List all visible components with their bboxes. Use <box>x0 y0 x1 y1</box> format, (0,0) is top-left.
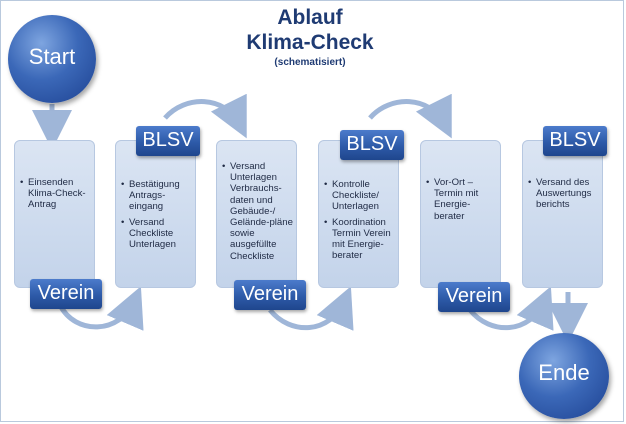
arc-step4-to-step5 <box>368 93 452 139</box>
step-5-actor-label: Verein <box>438 282 510 312</box>
step-box-3: Versand Unterlagen Verbrauchs-daten und … <box>216 140 297 288</box>
step-1-item: Einsenden Klima-Check-Antrag <box>19 177 91 211</box>
start-node: Start <box>8 15 96 103</box>
arc-step3-to-step4 <box>268 286 354 331</box>
step-box-4: Kontrolle Checkliste/ Unterlagen Koordin… <box>318 140 399 288</box>
step-4-item: Koordination Termin Verein mit Energie-b… <box>323 217 395 262</box>
step-6-item: Versand des Auswertungs berichts <box>527 177 599 211</box>
step-2-item: Versand Checkliste Unterlagen <box>120 217 192 251</box>
step-5-item: Vor-Ort – Termin mit Energie-berater <box>425 177 497 222</box>
step-2-actor-label: BLSV <box>136 126 200 156</box>
end-node: Ende <box>519 333 609 419</box>
arc-step1-to-step2 <box>57 286 144 331</box>
arc-step5-to-step6 <box>468 286 554 331</box>
step-box-1: Einsenden Klima-Check-Antrag <box>14 140 95 288</box>
step-3-item: Versand Unterlagen Verbrauchs-daten und … <box>221 161 293 262</box>
diagram-subtitle: Klima-Check <box>246 31 374 54</box>
step-1-actor-label: Verein <box>30 279 102 309</box>
step-3-actor-label: Verein <box>234 280 306 310</box>
diagram-note: (schematisiert) <box>274 57 346 68</box>
arc-step2-to-step3 <box>163 93 247 139</box>
step-2-item: Bestätigung Antrags-eingang <box>120 179 192 213</box>
step-box-6: Versand des Auswertungs berichts <box>522 140 603 288</box>
step-4-item: Kontrolle Checkliste/ Unterlagen <box>323 179 395 213</box>
diagram-title: Ablauf <box>277 6 343 29</box>
step-box-5: Vor-Ort – Termin mit Energie-berater <box>420 140 501 288</box>
step-box-2: Bestätigung Antrags-eingang Versand Chec… <box>115 140 196 288</box>
step-6-actor-label: BLSV <box>543 126 607 156</box>
step-4-actor-label: BLSV <box>340 130 404 160</box>
